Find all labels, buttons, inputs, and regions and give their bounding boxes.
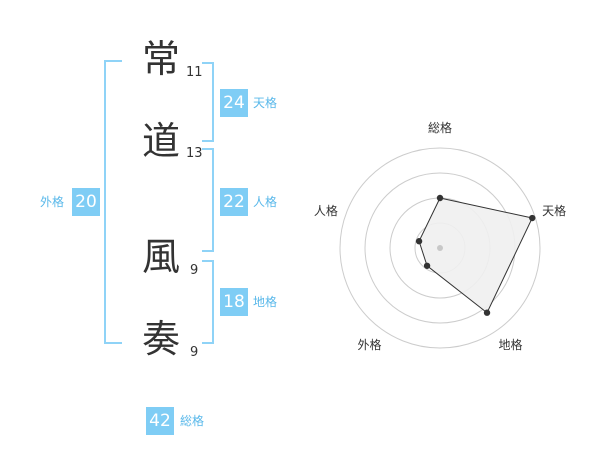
radar-point [529, 214, 536, 222]
name-char-2-strokes: 13 [186, 146, 203, 161]
jinkaku-bracket [202, 148, 214, 252]
radar-axis-label: 人格 [314, 203, 338, 218]
radar-center [437, 245, 443, 251]
name-char-4: 奏 [142, 317, 181, 361]
radar-point [436, 194, 444, 202]
chikaku-bracket [202, 260, 214, 344]
soukaku-label: 総格 [180, 414, 205, 428]
radar-axis-label: 天格 [542, 203, 566, 218]
jinkaku-label: 人格 [253, 195, 278, 209]
name-char-3: 風 [142, 235, 181, 279]
name-char-3-strokes: 9 [190, 263, 199, 278]
name-char-2: 道 [142, 119, 181, 163]
tenkaku-value: 24 [220, 89, 248, 117]
name-char-1-strokes: 11 [186, 65, 203, 80]
tenkaku-bracket [202, 62, 214, 142]
radar-area [418, 197, 533, 314]
soukaku-value: 42 [146, 407, 174, 435]
chikaku-label: 地格 [253, 295, 278, 309]
radar-axis-label: 総格 [428, 120, 452, 135]
name-char-1: 常 [142, 37, 181, 81]
gaikaku-value: 20 [72, 188, 100, 216]
jinkaku-value: 22 [220, 188, 248, 216]
gaikaku-bracket [104, 60, 122, 344]
radar-point [483, 309, 491, 316]
gaikaku-label: 外格 [40, 195, 65, 209]
tenkaku-label: 天格 [253, 96, 278, 110]
radar-ring [339, 147, 541, 349]
radar-axis-label: 外格 [357, 337, 381, 352]
name-char-4-strokes: 9 [190, 345, 199, 360]
radar-point [423, 262, 431, 269]
radar-axis-label: 地格 [499, 337, 523, 352]
radar-point [415, 238, 423, 245]
chikaku-value: 18 [220, 288, 248, 316]
